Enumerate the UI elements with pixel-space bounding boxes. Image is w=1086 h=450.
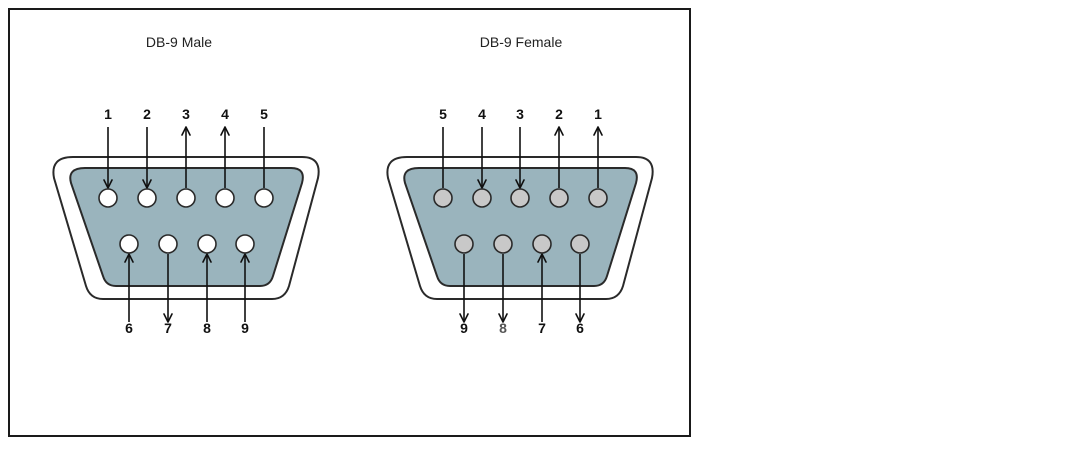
pin-number: 8 (499, 320, 507, 336)
pin-contact (510, 188, 530, 208)
pin: 1 (98, 106, 118, 208)
pin-contact (588, 188, 608, 208)
pin-contact (454, 234, 474, 254)
pin-contact (137, 188, 157, 208)
pin-contact (119, 234, 139, 254)
pin: 7 (532, 234, 552, 336)
pin: 2 (549, 106, 569, 208)
pin-number: 9 (241, 320, 249, 336)
pin: 3 (510, 106, 530, 208)
pin-contact (176, 188, 196, 208)
pin-contact (472, 188, 492, 208)
pin: 2 (137, 106, 157, 208)
pin-number: 8 (203, 320, 211, 336)
connector-female: DB-9 Female 5 4 3 2 1 9 8 7 6 (386, 34, 654, 336)
pin: 8 (197, 234, 217, 336)
pin-number: 3 (516, 106, 524, 122)
pin-number: 7 (164, 320, 172, 336)
pin-number: 5 (260, 106, 268, 122)
pin-contact (98, 188, 118, 208)
pin: 8 (493, 234, 513, 336)
connector-title: DB-9 Female (480, 34, 563, 50)
pin-number: 9 (460, 320, 468, 336)
pin: 7 (158, 234, 178, 336)
pin-contact (197, 234, 217, 254)
pin-contact (235, 234, 255, 254)
pin-number: 2 (143, 106, 151, 122)
pin-contact (254, 188, 274, 208)
pin-contact (158, 234, 178, 254)
pin-number: 5 (439, 106, 447, 122)
connector-face (403, 167, 638, 287)
connector-male: DB-9 Male 1 2 3 4 5 6 7 8 9 (52, 34, 320, 336)
pin-number: 3 (182, 106, 190, 122)
pin-number: 4 (478, 106, 486, 122)
pin-contact (549, 188, 569, 208)
pin: 6 (570, 234, 590, 336)
pin: 5 (254, 106, 274, 208)
pin: 3 (176, 106, 196, 208)
pin: 9 (454, 234, 474, 336)
pin-number: 1 (104, 106, 112, 122)
pin-number: 6 (576, 320, 584, 336)
pin-number: 2 (555, 106, 563, 122)
pin: 6 (119, 234, 139, 336)
pin-number: 4 (221, 106, 229, 122)
pin: 4 (472, 106, 492, 208)
pin: 5 (433, 106, 453, 208)
connector-title: DB-9 Male (146, 34, 212, 50)
pin: 4 (215, 106, 235, 208)
pin-contact (433, 188, 453, 208)
pin-contact (215, 188, 235, 208)
pin-contact (493, 234, 513, 254)
pin-contact (532, 234, 552, 254)
pin-number: 7 (538, 320, 546, 336)
pin-contact (570, 234, 590, 254)
pin: 1 (588, 106, 608, 208)
pin-number: 1 (594, 106, 602, 122)
pin-number: 6 (125, 320, 133, 336)
pin: 9 (235, 234, 255, 336)
